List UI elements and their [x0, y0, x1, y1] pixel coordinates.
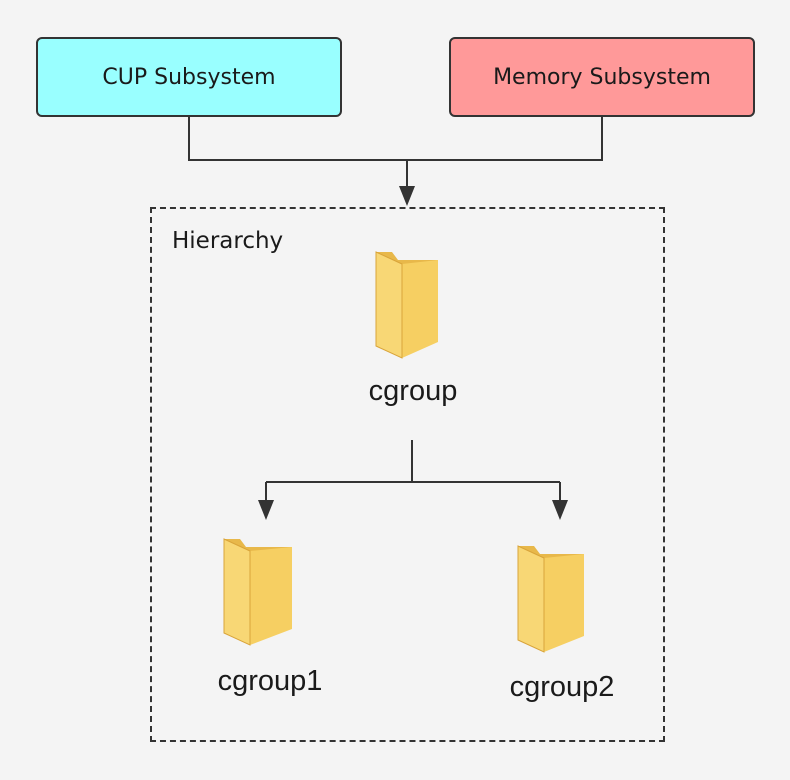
folder-icon[interactable]	[372, 250, 448, 362]
memory-connector	[407, 117, 603, 161]
child1-arrowhead	[258, 500, 274, 520]
cgroup2-label: cgroup2	[509, 671, 615, 703]
memory-subsystem-label: Memory Subsystem	[493, 64, 711, 90]
cpu-subsystem-box[interactable]: CUP Subsystem	[36, 37, 342, 117]
hierarchy-frame	[150, 207, 665, 742]
folder-icon[interactable]	[514, 544, 590, 656]
cpu-connector	[188, 117, 407, 161]
cgroup1-label: cgroup1	[217, 665, 323, 697]
hierarchy-arrowhead	[399, 186, 415, 206]
memory-subsystem-box[interactable]: Memory Subsystem	[449, 37, 755, 117]
cgroup-root-label: cgroup	[368, 375, 458, 407]
folder-icon[interactable]	[220, 537, 296, 649]
cpu-subsystem-label: CUP Subsystem	[102, 64, 276, 90]
hierarchy-label: Hierarchy	[172, 228, 284, 254]
child2-arrowhead	[552, 500, 568, 520]
